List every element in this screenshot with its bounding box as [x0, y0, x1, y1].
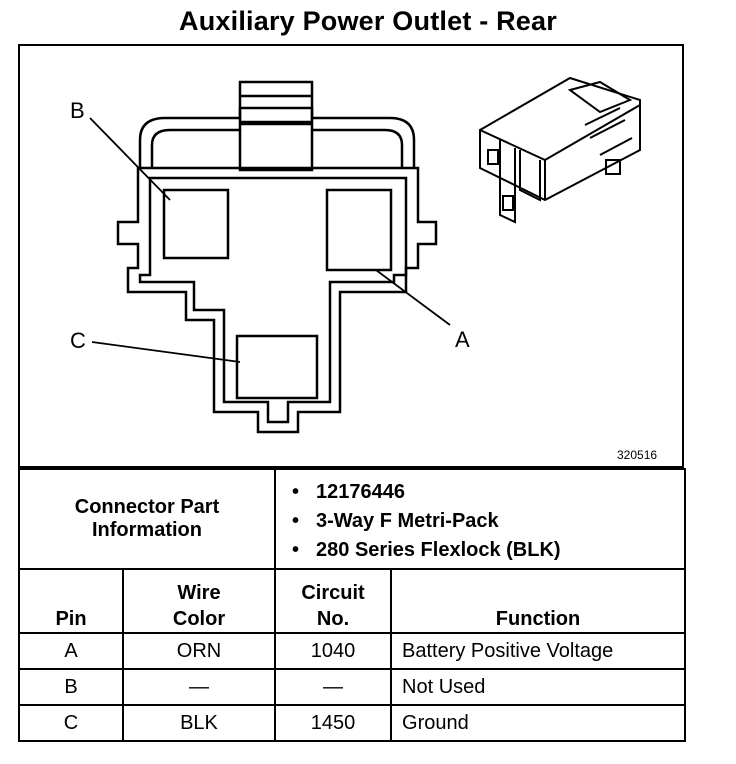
wire-color-cell: BLK — [121, 704, 277, 742]
function-cell: Battery Positive Voltage — [390, 632, 687, 670]
connector-diagram: B A C 320516 — [70, 76, 657, 462]
circuit-cell: 1040 — [274, 632, 393, 670]
header-function-text: Function — [495, 608, 581, 630]
pin-label-b: B — [70, 98, 85, 123]
cavity-b — [162, 188, 230, 260]
pin-label-a: A — [455, 327, 470, 352]
connector-series: 280 Series Flexlock (BLK) — [292, 536, 678, 565]
connector-diagram-frame — [18, 44, 684, 468]
header-pin: Pin — [18, 568, 124, 634]
pin-label-c: C — [70, 328, 86, 353]
header-function: Function — [390, 568, 687, 634]
pin-cell: A — [18, 632, 124, 670]
circuit-cell: — — [274, 668, 393, 706]
table-row: A ORN 1040 Battery Positive Voltage — [18, 632, 687, 670]
function-cell: Ground — [390, 704, 687, 742]
connector-arch — [138, 106, 416, 168]
header-color-text: Color — [172, 608, 226, 630]
part-number: 12176446 — [292, 478, 678, 507]
leader-line-b — [89, 117, 171, 201]
figure-number: 320516 — [617, 448, 657, 462]
function-cell: Not Used — [390, 668, 687, 706]
pin-cell: C — [18, 704, 124, 742]
connector-type: 3-Way F Metri-Pack — [292, 507, 678, 536]
header-wire-text: Wire — [177, 582, 221, 604]
pin-cell: B — [18, 668, 124, 706]
header-wire-color: Wire Color — [121, 568, 277, 634]
connector-housing — [116, 166, 438, 434]
cavity-a — [325, 188, 393, 272]
header-no-text: No. — [316, 608, 350, 630]
leader-line-c — [91, 341, 241, 363]
connector-info-table: Connector Part Information 12176446 3-Wa… — [17, 468, 687, 742]
header-pin-text: Pin — [55, 608, 87, 630]
connector-part-info-label-text: Connector Part Information — [74, 496, 220, 541]
circuit-cell: 1450 — [274, 704, 393, 742]
cavity-c — [235, 334, 319, 400]
header-circuit-text: Circuit — [301, 582, 365, 604]
connector-part-info-label: Connector Part Information — [17, 468, 277, 570]
connector-part-info: 12176446 3-Way F Metri-Pack 280 Series F… — [274, 468, 687, 570]
leader-line-a — [375, 269, 451, 326]
page-title: Auxiliary Power Outlet - Rear — [179, 6, 557, 36]
table-row: B — — Not Used — [18, 668, 687, 706]
wire-color-cell: — — [121, 668, 277, 706]
table-row: C BLK 1450 Ground — [18, 704, 687, 742]
connector-3d-illustration — [479, 76, 641, 224]
wire-color-cell: ORN — [121, 632, 277, 670]
connector-latch — [238, 80, 314, 124]
header-circuit-no: Circuit No. — [274, 568, 393, 634]
